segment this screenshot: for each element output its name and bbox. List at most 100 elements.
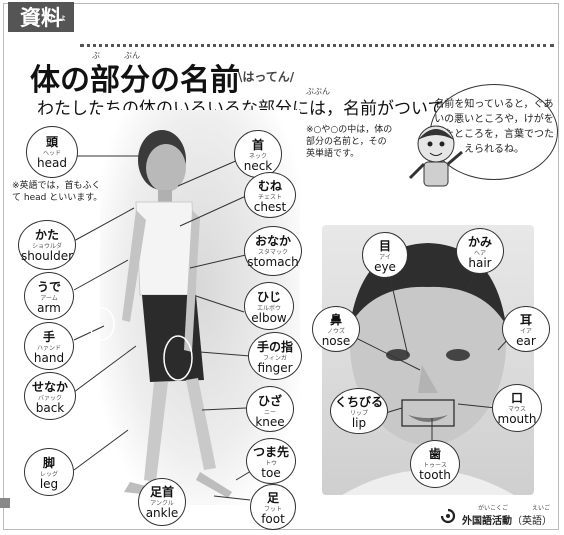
leader-neck <box>177 159 239 187</box>
label-stomach-en: stomach <box>247 255 299 269</box>
label-nose: 鼻 ノウズ nose <box>312 306 360 352</box>
finger-highlight <box>163 335 193 381</box>
label-arm: うで アーム arm <box>24 272 74 320</box>
label-knee-en: knee <box>255 415 285 429</box>
label-elbow-jp: ひじ <box>256 290 281 304</box>
label-hair-jp: かみ <box>467 235 492 249</box>
label-neck-en: neck <box>243 159 273 173</box>
label-head: 頭 ヘッド head <box>26 126 78 178</box>
label-finger-en: finger <box>257 361 293 375</box>
label-hair-kana: ヘア <box>473 250 486 257</box>
label-shoulder: かた ショウルダ shoulder <box>18 220 76 270</box>
label-back-jp: せなか <box>31 380 68 394</box>
label-finger-jp: 手の指 <box>256 340 293 354</box>
label-arm-en: arm <box>37 301 61 315</box>
label-hair-en: hair <box>468 256 492 270</box>
label-hand-jp: 手 <box>42 330 55 344</box>
note-circles: ※○や○の中は，体の部分の名前と，その英単語です。 <box>306 125 393 159</box>
label-chest-jp: むね <box>257 179 282 193</box>
label-elbow-en: elbow <box>251 311 287 325</box>
label-chest: むね チェスト chest <box>244 172 296 218</box>
label-neck-kana: ネック <box>248 153 267 160</box>
label-hair: かみ ヘア hair <box>456 228 504 274</box>
label-mouth-en: mouth <box>497 412 537 426</box>
label-toe-en: toe <box>261 466 281 480</box>
label-nose-jp: 鼻 <box>329 313 342 327</box>
label-lip-en: lip <box>351 416 367 430</box>
label-back: せなか バァック back <box>24 372 76 420</box>
label-stomach-jp: おなか <box>254 234 291 248</box>
hand-highlight <box>89 307 115 341</box>
label-arm-jp: うで <box>36 280 61 294</box>
title-ruby-bun: ぶん <box>124 51 140 60</box>
leader-finger <box>199 351 251 357</box>
label-eye-en: eye <box>374 260 396 274</box>
label-ankle-kana: アンクル <box>150 500 174 507</box>
dotted-rule <box>80 44 554 47</box>
label-finger-kana: フィンガ <box>263 355 287 362</box>
footer-paren-ruby: えいご <box>532 505 551 512</box>
label-eye-jp: 目 <box>378 239 391 253</box>
label-hand-kana: ハァンド <box>36 345 61 352</box>
leader-leg <box>73 429 129 471</box>
label-shoulder-kana: ショウルダ <box>31 243 62 250</box>
label-eye-kana: アイ <box>379 254 391 261</box>
label-lip-jp: くちびる <box>334 395 383 409</box>
page-title: 体の部分の名前 <box>30 63 240 98</box>
label-nose-en: nose <box>321 334 351 348</box>
label-stomach: おなか スタマック stomach <box>244 226 302 276</box>
label-ear: 耳 イア ear <box>502 306 550 352</box>
label-ankle-jp: 足首 <box>149 485 174 499</box>
loop-icon <box>440 508 456 528</box>
label-elbow-kana: エルボウ <box>256 305 281 312</box>
label-head-en: head <box>37 156 67 170</box>
title-badge: \はってん/ <box>238 70 295 84</box>
label-foot: 足 フット foot <box>250 484 296 530</box>
leader-stomach <box>189 253 251 269</box>
label-tooth: 歯 トゥース tooth <box>410 440 460 488</box>
leader-eye <box>387 267 409 357</box>
lead-ruby: ぶぶん <box>306 87 330 96</box>
label-nose-kana: ノウズ <box>326 328 345 335</box>
title-ruby-bu: ぶ <box>92 51 100 60</box>
label-foot-jp: 足 <box>266 491 279 505</box>
label-knee-jp: ひざ <box>257 394 282 408</box>
label-knee-kana: ニー <box>263 409 276 416</box>
label-back-en: back <box>35 401 65 415</box>
label-finger: 手の指 フィンガ finger <box>248 332 302 380</box>
label-ear-kana: イア <box>519 328 532 335</box>
label-leg-jp: 脚 <box>42 456 55 470</box>
label-ear-jp: 耳 <box>519 313 532 327</box>
label-chest-en: chest <box>253 200 287 214</box>
label-head-jp: 頭 <box>45 135 58 149</box>
label-tooth-jp: 歯 <box>428 447 441 461</box>
label-shoulder-en: shoulder <box>20 249 74 263</box>
label-eye: 目 アイ eye <box>362 232 408 278</box>
label-stomach-kana: スタマック <box>257 249 288 256</box>
corner-mark <box>0 498 10 508</box>
label-ankle: 足首 アンクル ankle <box>138 478 186 526</box>
label-arm-kana: アーム <box>40 295 58 302</box>
label-chest-kana: チェスト <box>257 194 282 201</box>
label-leg-en: leg <box>39 477 59 491</box>
cartoon-boy <box>406 122 464 190</box>
material-tag-ruby: しりょう <box>33 14 73 54</box>
leader-back <box>73 345 137 393</box>
label-ankle-en: ankle <box>145 506 179 520</box>
leader-arm <box>73 259 129 291</box>
label-neck: 首 ネック neck <box>234 130 282 178</box>
leader-elbow <box>195 295 245 313</box>
label-head-kana: ヘッド <box>42 150 61 157</box>
material-tag-label: 資料 <box>20 6 62 30</box>
footer-subject: 外国語活動（英語） <box>462 512 552 527</box>
label-mouth-kana: マウス <box>507 406 526 413</box>
leader-shoulder <box>71 207 135 243</box>
leader-knee <box>201 407 247 411</box>
footer-label: 外国語活動 <box>462 516 512 527</box>
material-tag: しりょう 資料 <box>8 2 74 54</box>
label-lip: くちびる リップ lip <box>330 388 388 434</box>
label-foot-kana: フット <box>263 506 282 513</box>
label-hand: 手 ハァンド hand <box>24 322 74 370</box>
label-tooth-en: tooth <box>419 468 451 482</box>
label-tooth-kana: トゥース <box>423 462 447 469</box>
